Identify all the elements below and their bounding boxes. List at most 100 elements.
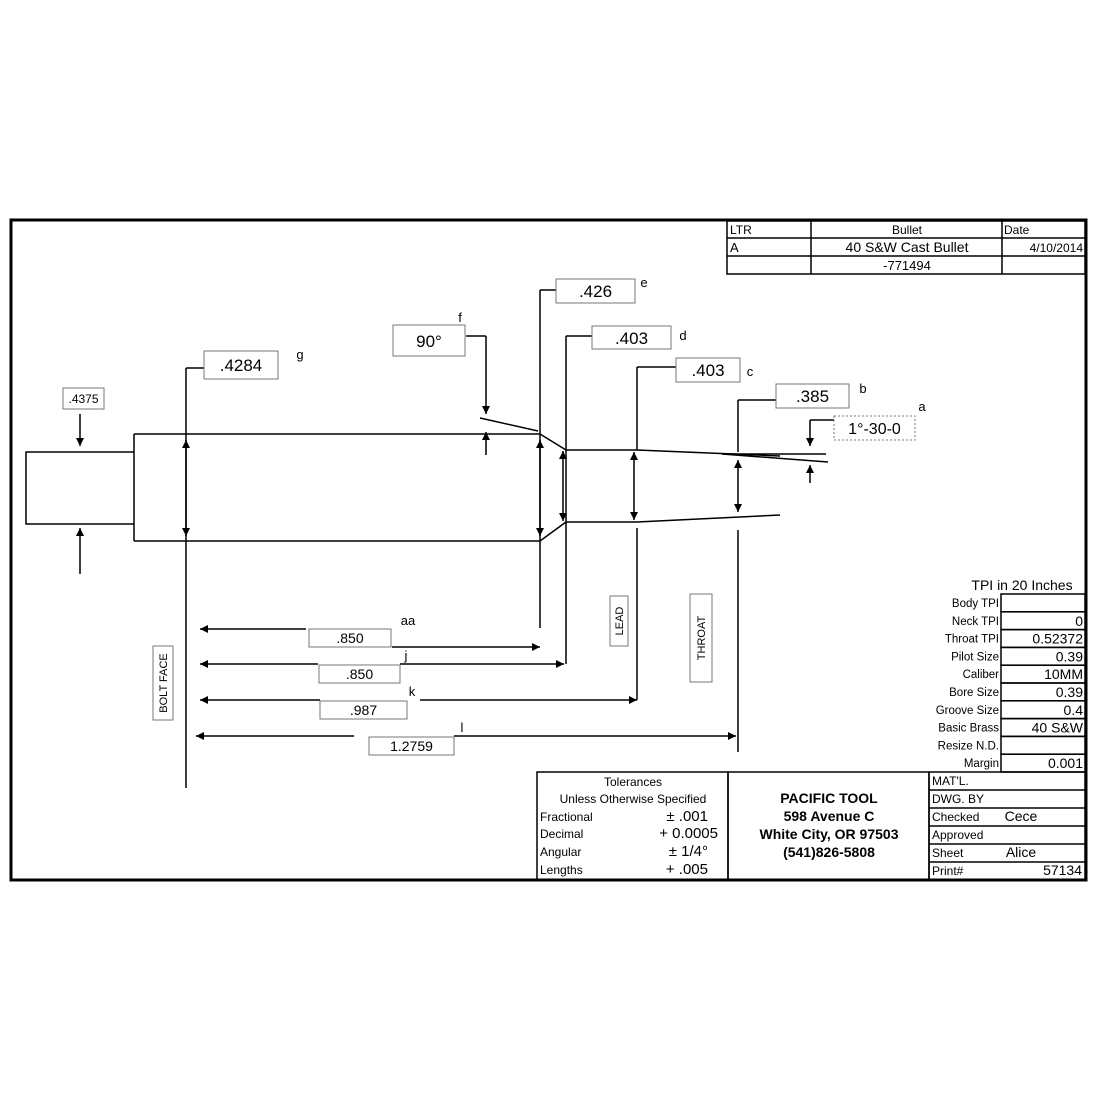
dwg-by-label: DWG. BY bbox=[932, 792, 984, 806]
company-phone: (541)826-5808 bbox=[783, 844, 875, 860]
spec-value: 0.001 bbox=[1048, 755, 1083, 771]
dim-k-letter: k bbox=[409, 684, 416, 699]
dim-l-value: 1.2759 bbox=[390, 738, 433, 754]
dim-j-letter: j bbox=[404, 648, 408, 663]
tol-fractional-value: ± .001 bbox=[666, 808, 708, 825]
dim-d: .403 d bbox=[591, 325, 687, 350]
signoff-block: MAT'L. DWG. BY Checked Cece Approved She… bbox=[928, 771, 1086, 881]
spec-label: Pilot Size bbox=[951, 651, 999, 663]
sheet-value: Alice bbox=[1006, 844, 1037, 860]
dim-e: .426 e bbox=[555, 275, 648, 304]
spec-label: Margin bbox=[964, 758, 999, 770]
spec-label: Body TPI bbox=[952, 598, 999, 610]
bullet-name: 40 S&W Cast Bullet bbox=[846, 239, 969, 255]
dim-e-letter: e bbox=[640, 275, 647, 290]
tolerance-subtitle: Unless Otherwise Specified bbox=[560, 792, 707, 806]
dim-k-value: .987 bbox=[350, 702, 377, 718]
company-block: PACIFIC TOOL 598 Avenue C White City, OR… bbox=[727, 771, 930, 881]
spec-label: Bore Size bbox=[949, 687, 999, 699]
dim-aa-value: .850 bbox=[336, 630, 363, 646]
checked-value: Cece bbox=[1005, 808, 1038, 824]
dim-l-letter: l bbox=[461, 720, 464, 735]
spec-value: 10MM bbox=[1044, 666, 1083, 682]
print-value: 57134 bbox=[1043, 862, 1082, 878]
company-address: 598 Avenue C bbox=[784, 808, 875, 824]
approved-label: Approved bbox=[932, 828, 983, 842]
lead-label: LEAD bbox=[609, 595, 629, 647]
dim-k: .987 k bbox=[319, 684, 416, 720]
dim-f-letter: f bbox=[458, 310, 462, 325]
dim-g-value: .4284 bbox=[220, 356, 263, 375]
dim-c-letter: c bbox=[747, 364, 754, 379]
dim-b-letter: b bbox=[859, 381, 866, 396]
dim-c: .403 c bbox=[675, 357, 754, 383]
throat-label: THROAT bbox=[689, 593, 713, 683]
spec-label: Caliber bbox=[963, 669, 1000, 681]
spec-value: 0.39 bbox=[1056, 648, 1083, 664]
spec-label: Basic Brass bbox=[938, 723, 999, 735]
date-header: Date bbox=[1004, 223, 1030, 237]
spec-value: 0 bbox=[1075, 613, 1083, 629]
dim-j-value: .850 bbox=[346, 666, 373, 682]
bolt-face-text: BOLT FACE bbox=[158, 653, 170, 713]
dim-d-letter: d bbox=[679, 328, 686, 343]
dim-b: .385 b bbox=[775, 381, 867, 409]
tol-decimal-value: + 0.0005 bbox=[659, 825, 718, 842]
tol-lengths-value: + .005 bbox=[666, 861, 708, 878]
bolt-face-label: BOLT FACE bbox=[152, 645, 174, 721]
drawing-border bbox=[9, 218, 1088, 882]
dim-b-value: .385 bbox=[796, 387, 829, 406]
date-value: 4/10/2014 bbox=[1030, 241, 1084, 255]
dimension-arrows bbox=[76, 336, 834, 740]
tolerance-block: Tolerances Unless Otherwise Specified Fr… bbox=[536, 771, 729, 881]
lead-text: LEAD bbox=[614, 607, 626, 636]
dim-g-letter: g bbox=[296, 347, 303, 362]
spec-label: Neck TPI bbox=[952, 616, 999, 628]
spec-value-cell bbox=[1000, 611, 1086, 631]
tol-decimal-label: Decimal bbox=[540, 827, 583, 841]
dim-g: .4284 g bbox=[203, 347, 304, 380]
tol-angular-value: ± 1/4° bbox=[669, 843, 708, 860]
ltr-value: A bbox=[730, 240, 739, 255]
checked-label: Checked bbox=[932, 810, 979, 824]
dim-case-dia-value: .4375 bbox=[68, 392, 98, 406]
dim-a-letter: a bbox=[918, 399, 926, 414]
spec-heading: TPI in 20 Inches bbox=[971, 577, 1072, 593]
revision-block: LTR Bullet Date A 40 S&W Cast Bullet 4/1… bbox=[726, 220, 1086, 275]
company-city: White City, OR 97503 bbox=[759, 826, 898, 842]
print-label: Print# bbox=[932, 864, 964, 878]
dim-f-value: 90° bbox=[416, 332, 442, 351]
matl-label: MAT'L. bbox=[932, 774, 969, 788]
sheet-label: Sheet bbox=[932, 846, 964, 860]
reamer-profile bbox=[25, 433, 829, 542]
spec-label: Resize N.D. bbox=[938, 740, 999, 752]
dim-l: 1.2759 l bbox=[368, 720, 464, 756]
spec-value: 0.52372 bbox=[1032, 631, 1083, 647]
dim-a-value: 1°-30-0 bbox=[848, 421, 901, 438]
spec-table: TPI in 20 Inches Body TPI Neck TPI 0Throat… bbox=[936, 577, 1086, 773]
spec-value: 0.39 bbox=[1056, 684, 1083, 700]
dim-case-dia: .4375 bbox=[62, 387, 105, 410]
dim-j: .850 j bbox=[318, 648, 408, 684]
dim-f: 90° f bbox=[392, 310, 466, 357]
company-name: PACIFIC TOOL bbox=[780, 790, 878, 806]
spec-value-cell bbox=[1000, 593, 1086, 613]
spec-value: 0.4 bbox=[1064, 702, 1084, 718]
tol-lengths-label: Lengths bbox=[540, 863, 583, 877]
spec-label: Groove Size bbox=[936, 705, 999, 717]
tol-angular-label: Angular bbox=[540, 845, 581, 859]
dim-aa-letter: aa bbox=[401, 613, 416, 628]
spec-label: Throat TPI bbox=[945, 634, 999, 646]
tol-fractional-label: Fractional bbox=[540, 810, 593, 824]
dim-d-value: .403 bbox=[615, 329, 648, 348]
dim-c-value: .403 bbox=[691, 361, 724, 380]
dim-e-value: .426 bbox=[579, 282, 612, 301]
spec-value: 40 S&W bbox=[1032, 720, 1084, 736]
throat-text: THROAT bbox=[696, 616, 708, 661]
bullet-header: Bullet bbox=[892, 223, 923, 237]
dim-a: 1°-30-0 a bbox=[833, 399, 926, 441]
tolerance-title: Tolerances bbox=[604, 775, 662, 789]
ltr-header: LTR bbox=[730, 223, 752, 237]
spec-value-cell bbox=[1000, 735, 1086, 755]
